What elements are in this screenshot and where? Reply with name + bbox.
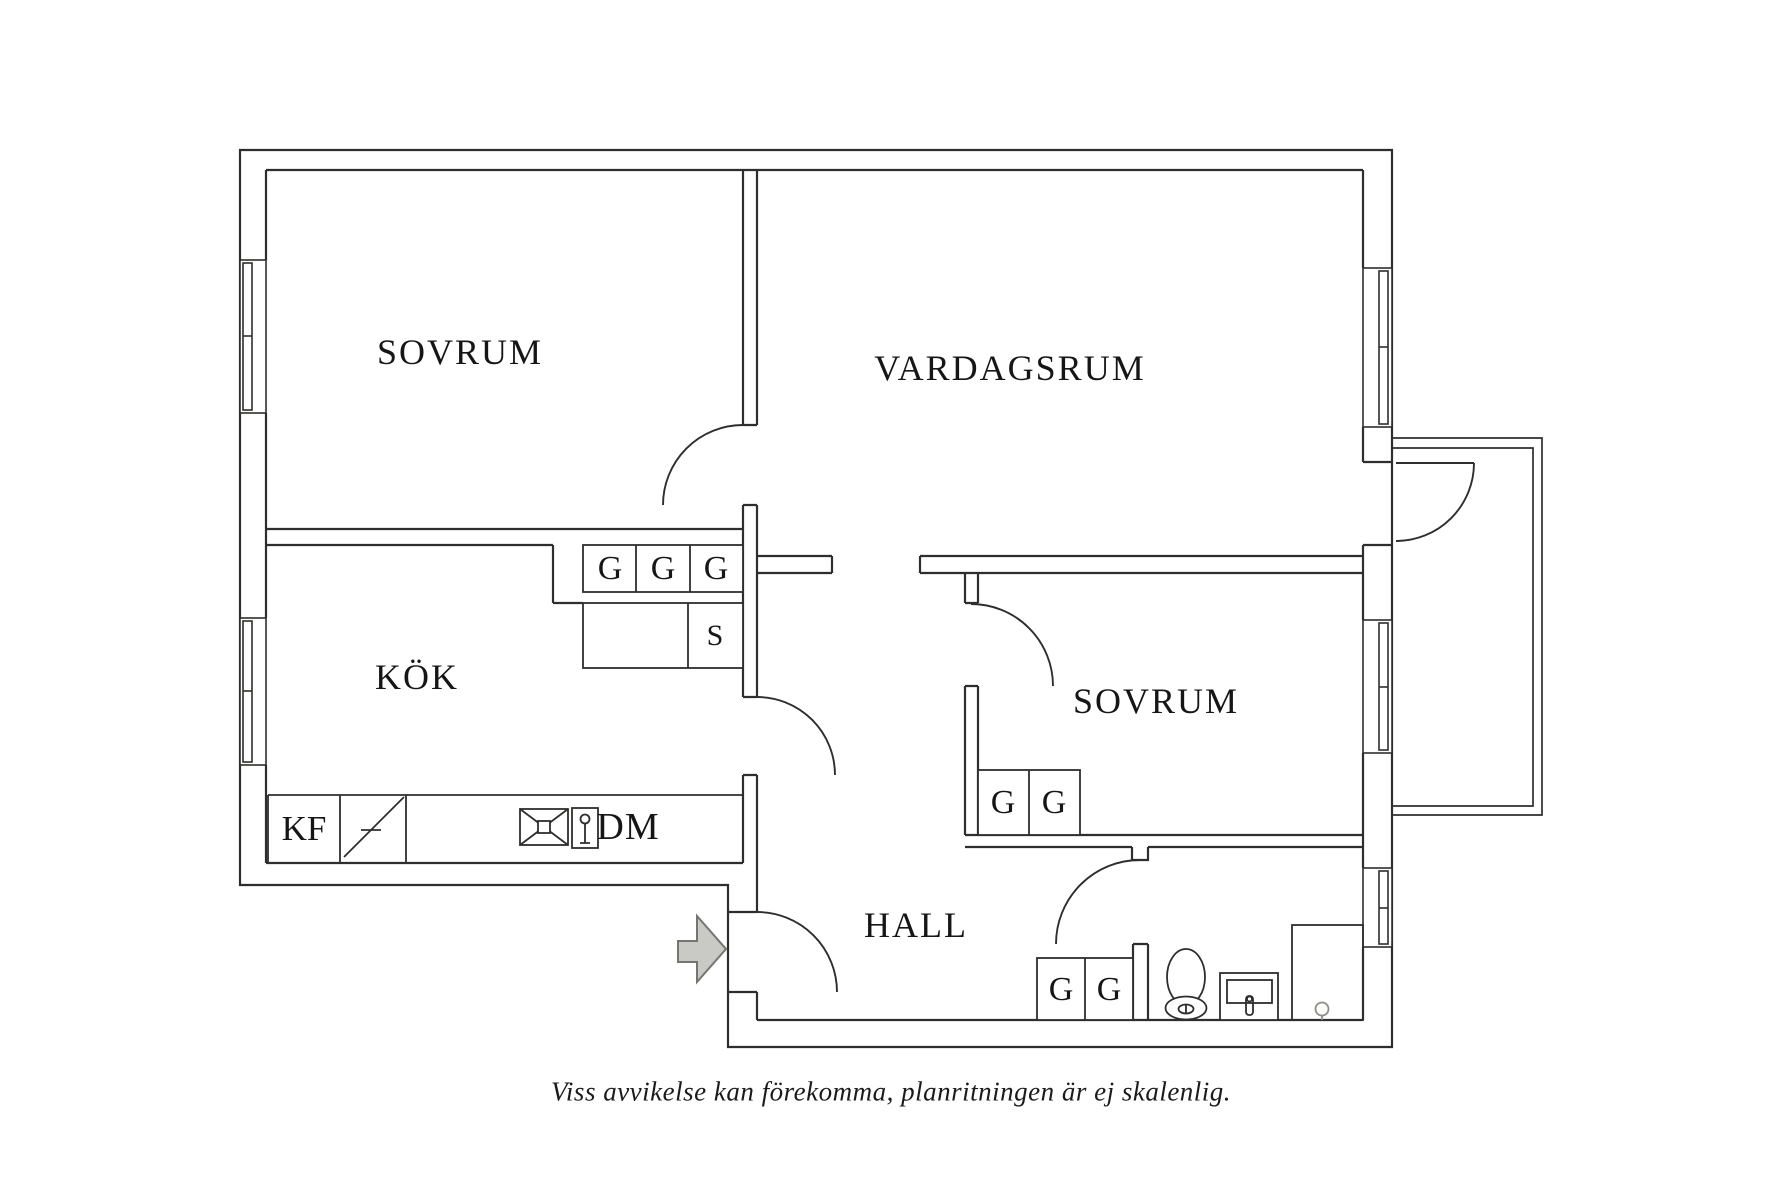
dishwasher-label: DM	[596, 806, 660, 848]
room-label-kok: KÖK	[375, 657, 459, 697]
door-arc-sovrum-1	[662, 424, 744, 506]
wardrobe-label: G	[597, 550, 623, 587]
stove-icon	[343, 796, 405, 858]
door-arc-balcony	[1395, 462, 1475, 542]
wardrobe-label: G	[703, 550, 729, 587]
wardrobe-label: G	[1096, 971, 1122, 1008]
floor-drain-icon	[1314, 1001, 1330, 1017]
window-kok	[239, 617, 267, 766]
closets	[582, 544, 1134, 1021]
window-symbols	[239, 259, 1393, 948]
wardrobe-row-ggg	[582, 544, 744, 593]
balcony	[1392, 437, 1543, 816]
toilet-icon	[1164, 948, 1208, 1021]
room-label-sovrum-2: SOVRUM	[1072, 681, 1240, 721]
door-arc-entry	[756, 911, 838, 993]
cabinet-row-s	[582, 602, 744, 669]
window-sovrum-1	[239, 259, 267, 414]
wardrobe-row-sovrum-2	[977, 769, 1081, 836]
window-vardagsrum	[1362, 267, 1393, 428]
washbasin-icon	[1219, 972, 1279, 1021]
disclaimer-caption: Viss avvikelse kan förekomma, planritnin…	[550, 1076, 1232, 1107]
door-arc-bathroom	[1055, 859, 1141, 945]
window-bathroom	[1362, 867, 1393, 948]
wardrobe-label: G	[1041, 784, 1067, 821]
kitchen-counter	[267, 794, 743, 863]
room-label-vardagsrum: VARDAGSRUM	[874, 348, 1146, 388]
entry-arrow-icon	[677, 913, 728, 985]
cabinet-label: S	[706, 619, 724, 652]
fridge-freezer-label: KF	[281, 809, 327, 848]
wardrobe-label: G	[650, 550, 676, 587]
wardrobe-row-hall	[1036, 957, 1134, 1021]
window-sovrum-2	[1362, 619, 1393, 754]
interior-walls	[266, 170, 1363, 1020]
door-arc-sovrum-2	[970, 603, 1054, 687]
door-arc-kok	[756, 696, 836, 776]
bathroom-fixtures	[1164, 924, 1364, 1021]
shower-area	[1291, 924, 1364, 1021]
door-swing-arcs	[662, 424, 1475, 993]
faucet-icon	[571, 807, 599, 849]
room-label-hall: HALL	[864, 905, 968, 945]
kitchen-sink-icon	[519, 808, 569, 846]
wardrobe-label: G	[990, 784, 1016, 821]
room-label-sovrum-1: SOVRUM	[376, 332, 544, 372]
exterior-walls	[238, 148, 1394, 1049]
wardrobe-label: G	[1048, 971, 1074, 1008]
